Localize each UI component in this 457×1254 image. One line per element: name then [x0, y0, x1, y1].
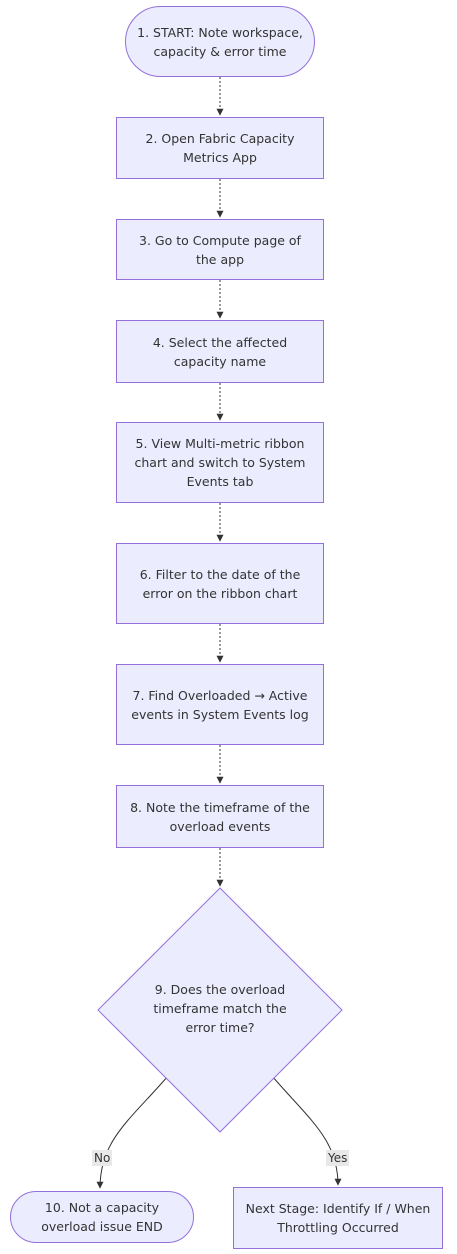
node-2-open-app[interactable]: 2. Open Fabric Capacity Metrics App [116, 117, 324, 179]
decision-diamond [97, 887, 343, 1133]
edge-label-no: No [92, 1150, 113, 1166]
node-5-ribbon-chart[interactable]: 5. View Multi-metric ribbon chart and sw… [116, 422, 324, 503]
node-11-next-stage[interactable]: Next Stage: Identify If / When Throttlin… [233, 1187, 443, 1249]
node-1-label: 1. START: Note workspace, capacity & err… [137, 24, 303, 59]
node-7-find-overloaded[interactable]: 7. Find Overloaded → Active events in Sy… [116, 664, 324, 745]
edge-9-11-yes [271, 1075, 342, 1186]
edge-9-10-no [96, 1075, 169, 1189]
node-4-label: 4. Select the affected capacity name [152, 334, 288, 369]
node-3-compute-page[interactable]: 3. Go to Compute page of the app [116, 219, 324, 280]
node-7-label: 7. Find Overloaded → Active events in Sy… [131, 687, 309, 722]
node-1-start[interactable]: 1. START: Note workspace, capacity & err… [125, 6, 315, 77]
node-2-label: 2. Open Fabric Capacity Metrics App [145, 131, 295, 165]
node-6-filter-date[interactable]: 6. Filter to the date of the error on th… [116, 543, 324, 624]
edge-label-yes: Yes [326, 1150, 350, 1166]
node-6-label: 6. Filter to the date of the error on th… [139, 566, 301, 601]
node-8-label: 8. Note the timeframe of the overload ev… [130, 799, 310, 834]
node-9-decision-label: 9. Does the overload timeframe match the… [153, 982, 287, 1035]
node-10-label: 10. Not a capacity overload issue END [41, 1200, 163, 1234]
node-5-label: 5. View Multi-metric ribbon chart and sw… [134, 436, 306, 489]
node-10-not-capacity-end[interactable]: 10. Not a capacity overload issue END [10, 1191, 194, 1243]
node-11-label: Next Stage: Identify If / When Throttlin… [245, 1201, 431, 1235]
node-4-select-capacity[interactable]: 4. Select the affected capacity name [116, 320, 324, 383]
node-3-label: 3. Go to Compute page of the app [139, 232, 301, 267]
node-8-note-timeframe[interactable]: 8. Note the timeframe of the overload ev… [116, 785, 324, 848]
